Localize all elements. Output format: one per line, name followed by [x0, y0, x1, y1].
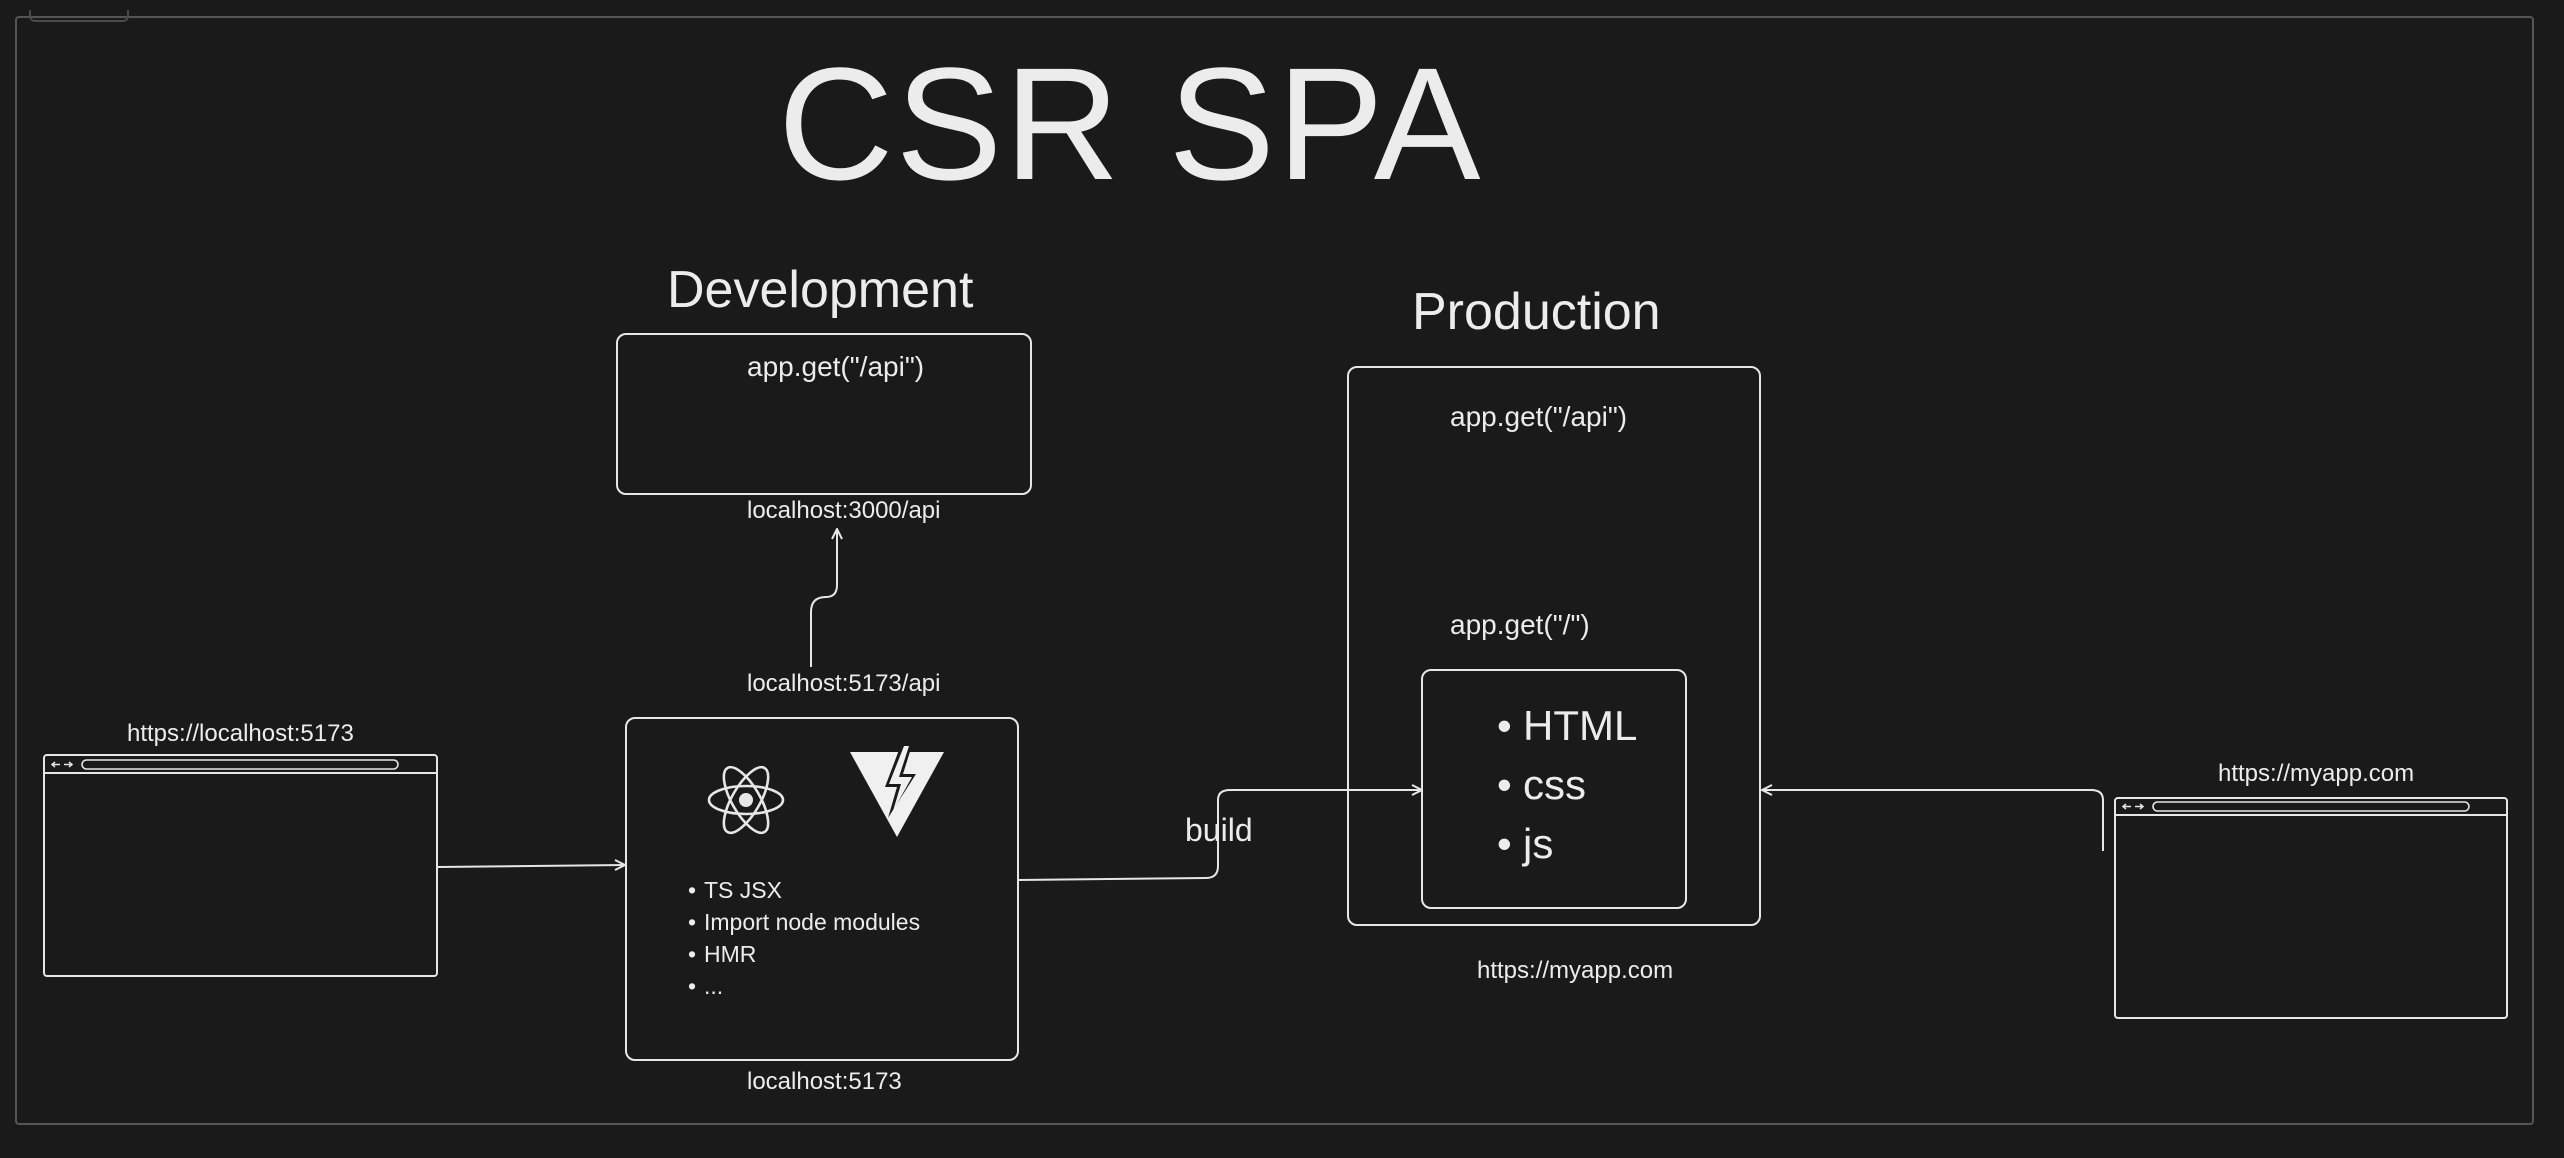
frame-tab	[29, 10, 129, 22]
prod-api-route-code: app.get("/api")	[1450, 401, 1628, 432]
vite-icon	[850, 742, 944, 837]
browser-window-left	[43, 754, 438, 977]
list-item: css	[1497, 755, 1637, 814]
browser-window-right	[2114, 797, 2508, 1019]
list-item: Import node modules	[688, 906, 920, 938]
static-assets-box	[1421, 669, 1687, 909]
browser-left-url-label: https://localhost:5173	[127, 720, 354, 747]
browser-nav-arrows-icon	[2121, 803, 2145, 810]
dev-proxy-url-label: localhost:5173/api	[747, 670, 941, 697]
development-heading: Development	[667, 261, 974, 319]
list-item: HTML	[1497, 696, 1637, 755]
dev-api-route-code: app.get("/api")	[747, 351, 925, 382]
browser-right-url-label: https://myapp.com	[2218, 760, 2415, 787]
build-label: build	[1185, 812, 1253, 848]
prod-url-label: https://myapp.com	[1477, 957, 1674, 984]
arrow-build	[1017, 790, 1422, 881]
list-item: HMR	[688, 938, 920, 970]
list-item: js	[1497, 814, 1637, 873]
prod-root-route-code: app.get("/")	[1450, 609, 1590, 640]
arrow-browser-to-dev-server	[437, 865, 625, 867]
dev-api-server-box	[616, 333, 1032, 495]
production-heading: Production	[1412, 283, 1661, 341]
prod-server-box	[1347, 366, 1761, 926]
page-title: CSR SPA	[778, 34, 1483, 213]
dev-api-url-label: localhost:3000/api	[747, 497, 941, 524]
arrow-proxy-to-api	[810, 529, 837, 667]
list-item: ...	[688, 970, 920, 1002]
list-item: TS JSX	[688, 874, 920, 906]
canvas-frame	[15, 10, 2534, 1125]
dev-vite-server-box	[625, 717, 1019, 1061]
react-icon	[707, 765, 785, 835]
browser-nav-arrows-icon	[50, 761, 74, 768]
dev-server-url-label: localhost:5173	[747, 1068, 902, 1095]
dev-features-list: TS JSX Import node modules HMR ...	[688, 874, 920, 1002]
arrow-browser-to-prod	[1762, 790, 2104, 851]
static-assets-list: HTML css js	[1497, 696, 1637, 873]
